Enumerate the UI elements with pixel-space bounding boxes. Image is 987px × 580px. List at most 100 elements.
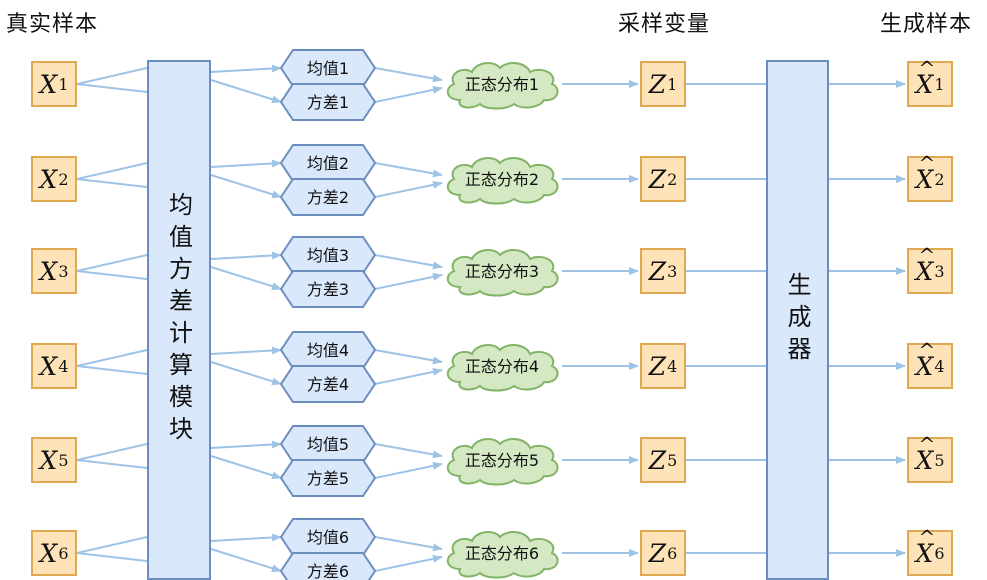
edge-x5-to-module-a xyxy=(76,443,148,461)
generated-sample-xhat2-index: 2 xyxy=(934,169,945,189)
hat-accent-icon: ^ xyxy=(918,242,936,267)
edge-module-to-mean2 xyxy=(210,159,282,168)
mean-variance-module: 均值方差计算模块 xyxy=(147,60,211,580)
generated-sample-xhat1-symbol: ^X xyxy=(915,56,936,99)
normal-dist-cloud-2-label: 正态分布2 xyxy=(465,170,539,189)
hat-accent-icon: ^ xyxy=(918,55,936,80)
latent-z2-letter: Z xyxy=(648,164,667,194)
latent-z1-index: 1 xyxy=(667,74,678,94)
normal-dist-cloud-4: 正态分布4 xyxy=(446,344,559,392)
latent-z3-letter: Z xyxy=(648,256,667,286)
variance-node-2: 方差2 xyxy=(279,178,377,216)
latent-z3-index: 3 xyxy=(667,261,678,281)
real-sample-x1-letter: X xyxy=(39,69,58,99)
generated-sample-xhat1-index: 1 xyxy=(934,74,945,94)
real-sample-x6-symbol: X xyxy=(40,539,58,568)
edge-var2-to-dist xyxy=(374,180,443,198)
variance-node-6-label: 方差6 xyxy=(307,562,349,580)
mean-node-5: 均值5 xyxy=(279,425,377,463)
edge-module-to-mean4 xyxy=(210,346,282,355)
generated-sample-xhat5-letter: X xyxy=(915,445,934,475)
edge-x2-to-module-a xyxy=(76,162,148,180)
generator-label: 生成器 xyxy=(783,272,811,368)
variance-node-5: 方差5 xyxy=(279,459,377,497)
normal-dist-cloud-6-label: 正态分布6 xyxy=(465,544,539,563)
generated-sample-xhat5-symbol: ^X xyxy=(915,432,936,475)
normal-dist-cloud-3-label: 正态分布3 xyxy=(465,262,539,281)
edge-mean3-to-dist xyxy=(374,254,443,270)
heading-generated-samples: 生成样本 xyxy=(880,12,973,37)
mean-node-5-label: 均值5 xyxy=(307,435,349,454)
edge-x6-to-module-b xyxy=(76,552,148,562)
real-sample-x2-symbol: X xyxy=(40,165,58,194)
mean-node-1-label: 均值1 xyxy=(307,59,349,78)
latent-z5-letter: Z xyxy=(648,445,667,475)
mean-node-4-label: 均值4 xyxy=(307,341,349,360)
variance-node-5-label: 方差5 xyxy=(307,469,349,488)
edge-module-to-var1 xyxy=(210,79,282,104)
mean-node-4: 均值4 xyxy=(279,331,377,369)
edge-module-to-var2 xyxy=(210,174,282,199)
edge-x4-to-module-a xyxy=(76,349,148,367)
edge-var6-to-dist xyxy=(374,554,443,572)
edge-x1-to-module-b xyxy=(76,83,148,93)
mean-node-3: 均值3 xyxy=(279,236,377,274)
edge-x4-to-module-b xyxy=(76,365,148,375)
heading-real-samples: 真实样本 xyxy=(6,12,99,37)
mean-node-2: 均值2 xyxy=(279,144,377,182)
latent-z2-symbol: Z xyxy=(649,165,666,194)
latent-z5-index: 5 xyxy=(667,450,678,470)
mean-node-1: 均值1 xyxy=(279,49,377,87)
latent-z5-symbol: Z xyxy=(649,446,666,475)
edge-mean4-to-dist xyxy=(374,349,443,365)
generated-sample-xhat1-letter: X xyxy=(915,69,934,99)
edge-x3-to-module-b xyxy=(76,270,148,280)
real-sample-x5-letter: X xyxy=(39,445,58,475)
generated-sample-xhat4-letter: X xyxy=(915,351,934,381)
generated-sample-xhat2-symbol: ^X xyxy=(915,151,936,194)
generator-block: 生成器 xyxy=(766,60,829,580)
real-sample-x4-letter: X xyxy=(39,351,58,381)
edge-module-to-var4 xyxy=(210,361,282,386)
normal-dist-cloud-3: 正态分布3 xyxy=(446,249,559,297)
real-sample-x6-letter: X xyxy=(39,538,58,568)
hat-accent-icon: ^ xyxy=(918,337,936,362)
edge-module-to-var6 xyxy=(210,548,282,573)
real-sample-x6-index: 6 xyxy=(58,543,69,563)
edge-mean6-to-dist xyxy=(374,536,443,552)
normal-dist-cloud-4-label: 正态分布4 xyxy=(465,357,539,376)
variance-node-2-label: 方差2 xyxy=(307,188,349,207)
real-sample-x2-letter: X xyxy=(39,164,58,194)
latent-z6-symbol: Z xyxy=(649,539,666,568)
normal-dist-cloud-1-label: 正态分布1 xyxy=(465,75,539,94)
variance-node-4: 方差4 xyxy=(279,365,377,403)
mean-node-3-label: 均值3 xyxy=(307,246,349,265)
mean-node-2-label: 均值2 xyxy=(307,154,349,173)
real-sample-x2-index: 2 xyxy=(58,169,69,189)
generated-sample-xhat4-symbol: ^X xyxy=(915,338,936,381)
edge-mean2-to-dist xyxy=(374,162,443,178)
hat-accent-icon: ^ xyxy=(918,524,936,549)
heading-sampled-variables: 采样变量 xyxy=(618,12,711,37)
latent-z3-symbol: Z xyxy=(649,257,666,286)
generated-sample-xhat6-index: 6 xyxy=(934,543,945,563)
generated-sample-xhat2-letter: X xyxy=(915,164,934,194)
normal-dist-cloud-5: 正态分布5 xyxy=(446,438,559,486)
generated-sample-xhat6-letter: X xyxy=(915,538,934,568)
edge-x3-to-module-a xyxy=(76,254,148,272)
edge-mean1-to-dist xyxy=(374,67,443,83)
real-sample-x5-symbol: X xyxy=(40,446,58,475)
latent-z4-index: 4 xyxy=(667,356,678,376)
latent-z2-index: 2 xyxy=(667,169,678,189)
